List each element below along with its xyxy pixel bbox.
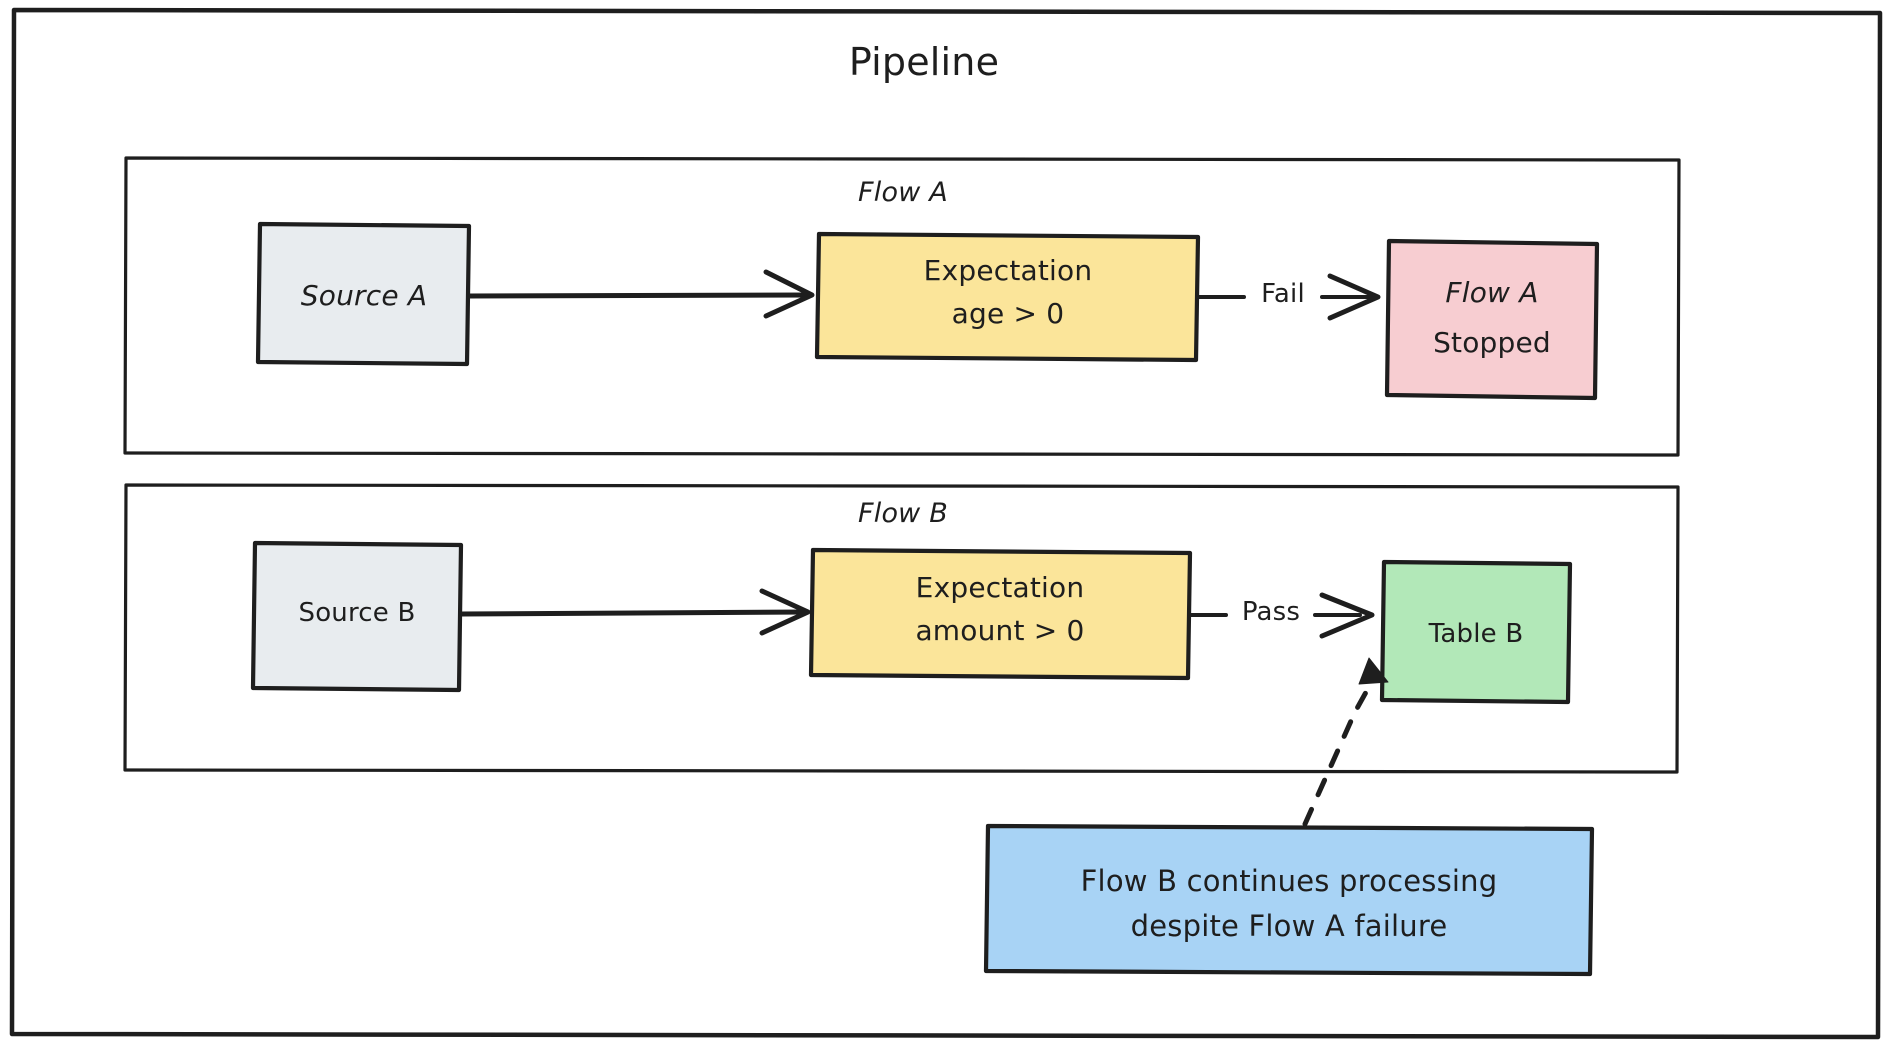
arrowhead-pass	[1319, 592, 1375, 639]
arrowhead-fail	[1327, 273, 1381, 321]
note-connector-arrowhead	[1358, 657, 1389, 685]
edge-source-a-to-expectation-a	[466, 292, 813, 299]
expectation-b-box	[808, 547, 1193, 681]
table-b-box	[1379, 559, 1573, 705]
note-box	[983, 823, 1595, 977]
flow-b-group-frame	[123, 483, 1680, 774]
flow-a-stopped-box	[1384, 238, 1600, 401]
edge-source-b-to-expectation-b	[458, 609, 809, 617]
flow-a-group-frame	[123, 156, 1681, 457]
arrowhead-source-a	[763, 269, 815, 319]
source-b-box	[250, 540, 464, 693]
arrowhead-source-b	[759, 588, 811, 636]
note-to-table-b-dashed-connector	[1302, 673, 1378, 827]
pipeline-frame	[9, 7, 1883, 1040]
source-a-box	[255, 221, 472, 367]
expectation-a-box	[814, 231, 1201, 363]
